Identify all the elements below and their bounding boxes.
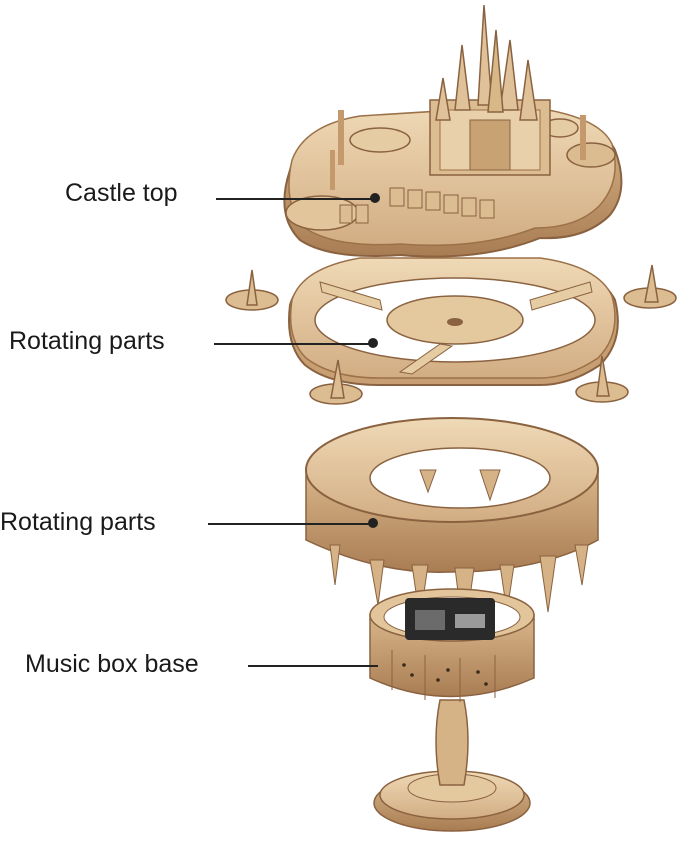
label-music-box-base: Music box base [25, 650, 199, 678]
leader-line-rotating-parts-upper [214, 343, 372, 345]
stalactite-ring [305, 417, 599, 641]
label-rotating-parts-lower: Rotating parts [0, 508, 156, 536]
music-box-base [369, 588, 535, 832]
label-castle-top: Castle top [65, 179, 178, 207]
leader-line-music-box-base [248, 665, 378, 667]
castle-model [283, 4, 623, 258]
rotating-ring [225, 257, 677, 405]
label-rotating-parts-upper: Rotating parts [9, 327, 165, 355]
leader-line-rotating-parts-lower [208, 523, 372, 525]
leader-line-castle-top [216, 198, 374, 200]
